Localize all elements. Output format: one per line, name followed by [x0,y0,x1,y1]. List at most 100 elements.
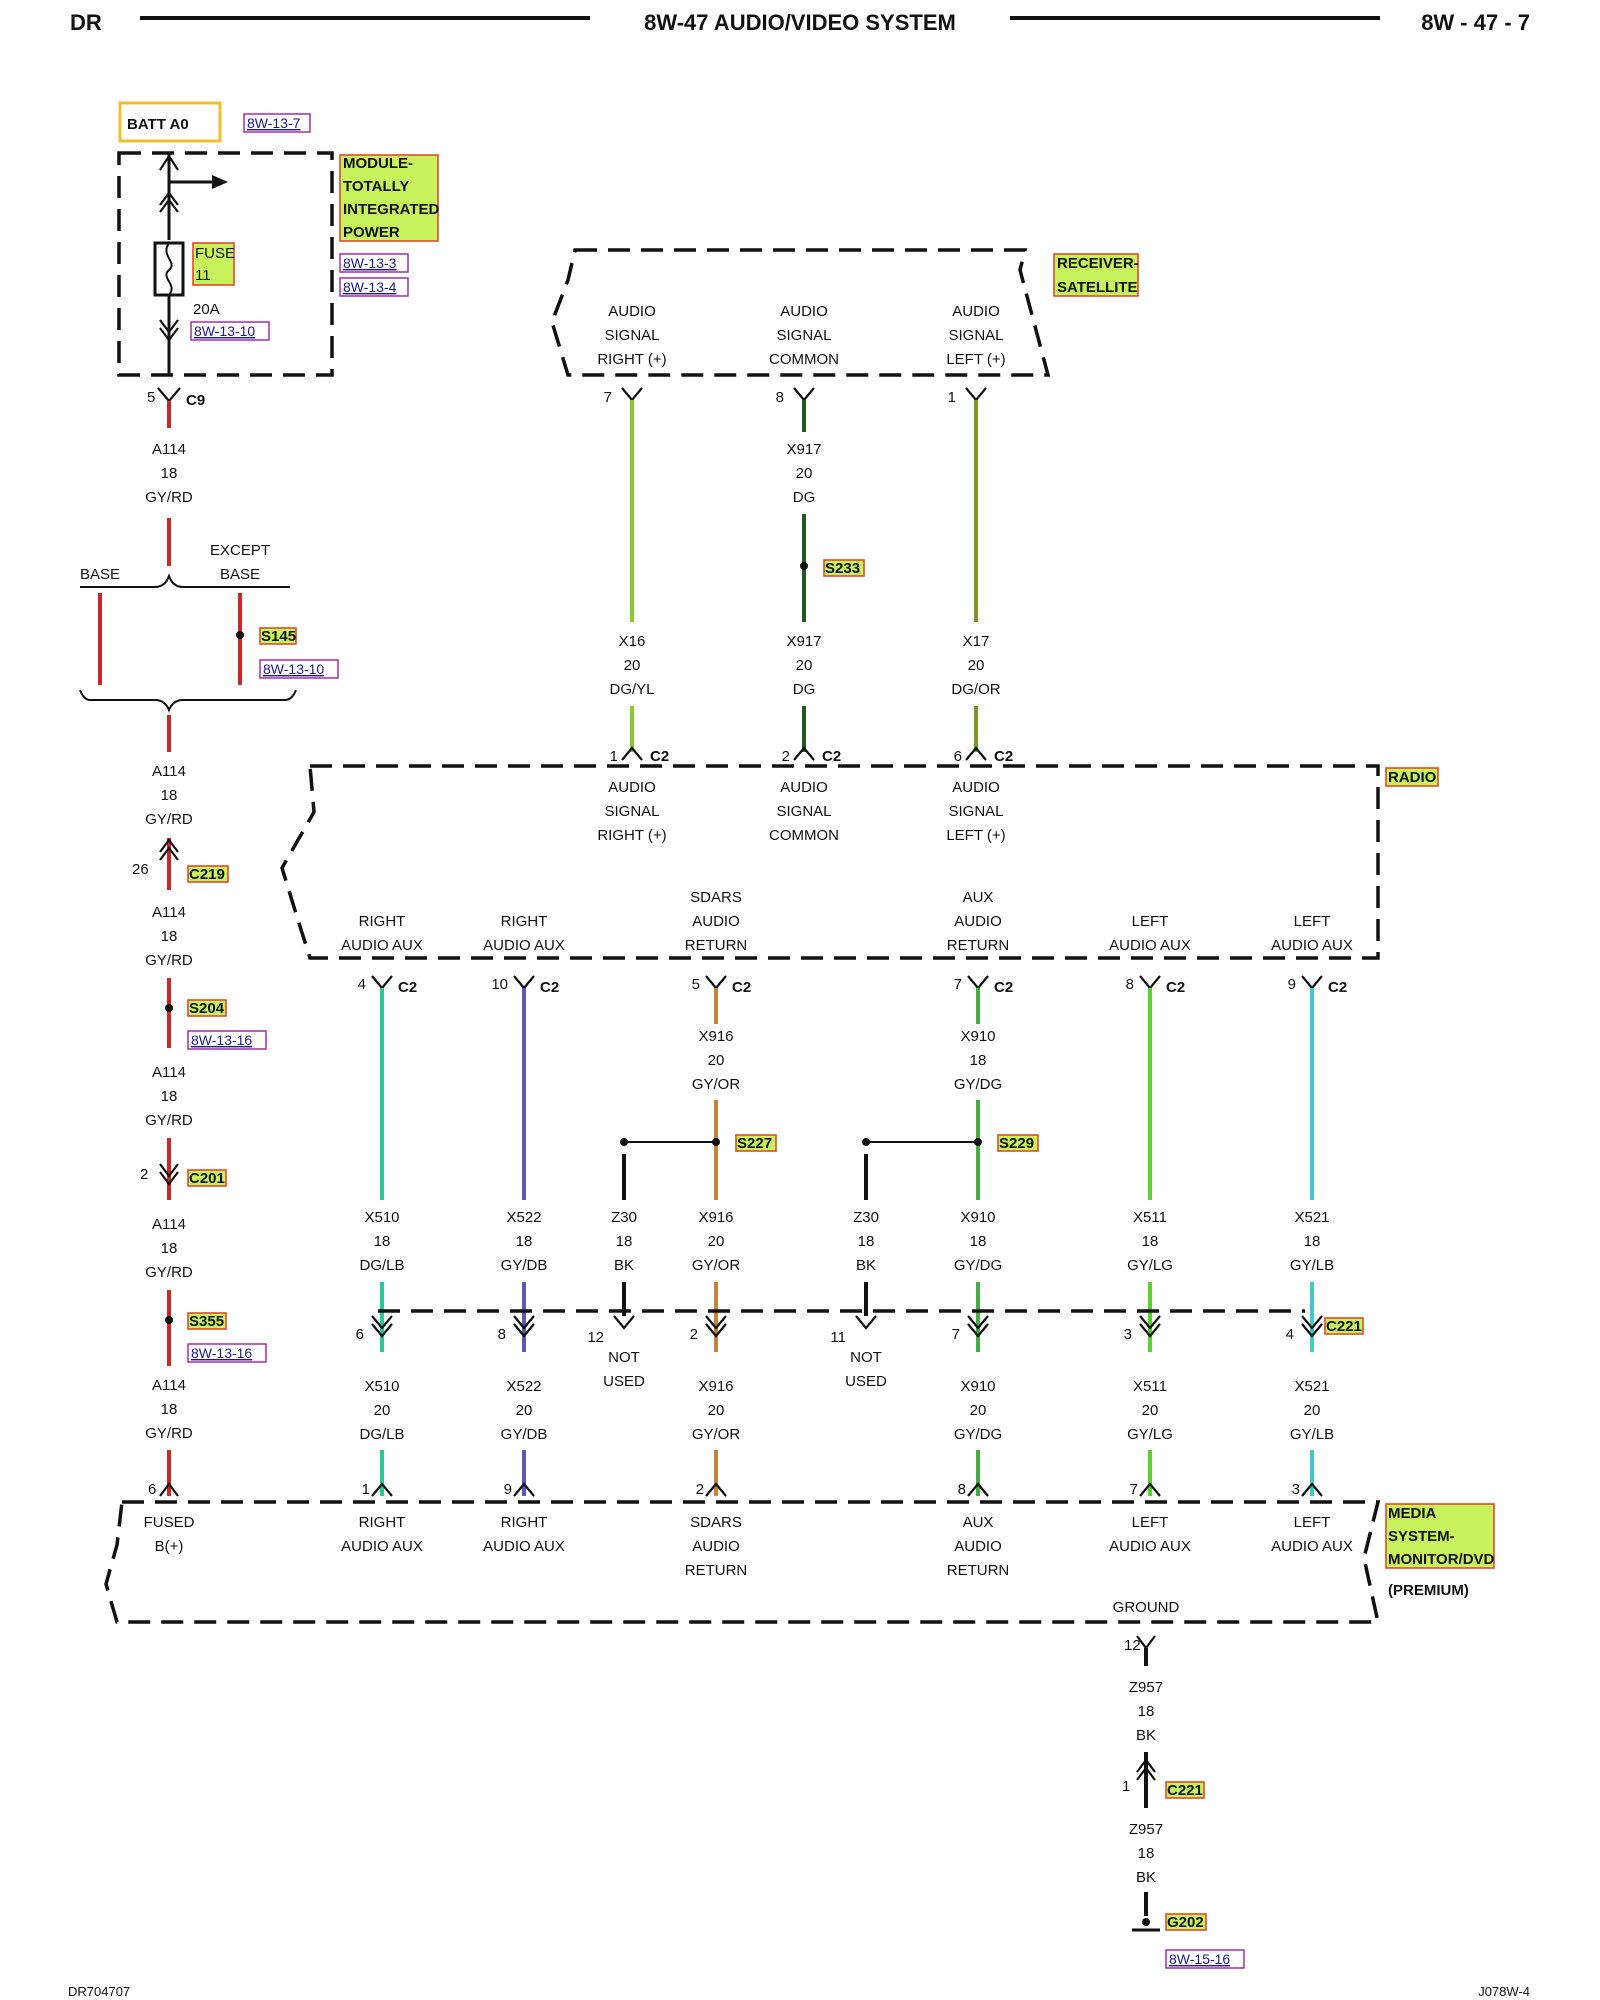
a114-color-3: GY/RD [145,952,193,969]
c9-label: C9 [186,392,205,409]
aux-wire-color: GY/LB [1290,1257,1334,1274]
aux-radio-pin-connector [705,975,727,990]
media-pin-connector [371,1482,393,1497]
s145-ref[interactable]: 8W-13-10 [263,661,324,677]
option-except-2: BASE [220,566,260,583]
receiver-pin-label-3: LEFT (+) [946,351,1005,368]
aux-c221-connector [1139,1315,1161,1338]
aux-wire-gauge: 18 [516,1233,533,1250]
a114-color-4: GY/RD [145,1112,193,1129]
receiver-pin-label-1: AUDIO [952,303,1000,320]
aux-wire-gauge: 18 [1304,1233,1321,1250]
receiver-wire-gauge: 20 [968,657,985,674]
a114-gauge-1: 18 [161,465,178,482]
a114-circuit-6: A114 [152,1377,186,1394]
fuse-ref[interactable]: 8W-13-10 [194,323,255,339]
receiver-pin-label-2: SIGNAL [604,327,659,344]
receiver-pin-number: 8 [776,389,784,406]
aux-c221-connector [705,1315,727,1338]
aux-radio-pin-connector [967,975,989,990]
aux-wire-circuit-lower: X511 [1133,1378,1167,1395]
radio-top-pin-number: 2 [782,748,790,765]
aux-wire-gauge: 18 [1142,1233,1159,1250]
a114-color-1: GY/RD [145,489,193,506]
receiver-pin-label-2: SIGNAL [776,327,831,344]
aux-wire-gauge-lower: 20 [1142,1402,1159,1419]
aux-splice-label-box [735,1134,777,1152]
receiver-wire-circuit: X17 [963,633,990,650]
receiver-label-box [1053,253,1139,297]
aux-wire-circuit-upper: X916 [698,1028,733,1045]
receiver-wire-color: DG/YL [609,681,654,698]
tipm-ref1-box [339,253,409,273]
aux-wire-gauge-lower: 20 [516,1402,533,1419]
radio-label: RADIO [1388,769,1437,786]
aux-radio-pin-number: 7 [954,976,962,993]
a114-gauge-3: 18 [161,928,178,945]
radio-bottom-label-2: LEFT [1132,913,1169,930]
tipm-label-4: POWER [343,224,400,241]
radio-top-label-2: SIGNAL [948,803,1003,820]
unused-tie-dot [862,1138,870,1146]
media-pin-number: 9 [504,1481,512,1498]
header-right: 8W - 47 - 7 [1421,10,1530,35]
tipm-ref-2[interactable]: 8W-13-4 [343,279,397,295]
media-pin-label-2: AUDIO AUX [483,1538,565,1555]
aux-c221-connector [967,1315,989,1338]
media-fused-pin: 6 [148,1481,156,1498]
radio-bottom-label-2: RIGHT [501,913,548,930]
option-except-1: EXCEPT [210,542,270,559]
unused-c221-connector [855,1315,877,1330]
s204-ref[interactable]: 8W-13-16 [191,1032,252,1048]
aux-radio-pin-number: 9 [1288,976,1296,993]
receiver-wire-circuit-upper: X917 [786,441,821,458]
g202-ref[interactable]: 8W-15-16 [1169,1951,1230,1967]
aux-wire-color: GY/DG [954,1257,1002,1274]
ground-pin: 12 [1124,1637,1141,1654]
receiver-pin-label-3: RIGHT (+) [597,351,666,368]
media-pin-label-2: AUDIO AUX [1271,1538,1353,1555]
media-label-box [1385,1503,1495,1569]
fuse-top-connector [159,191,179,213]
receiver-pin-connector [621,387,643,402]
aux-wire-circuit-upper: X910 [960,1028,995,1045]
receiver-splice-dot [800,562,808,570]
media-pin-label-2: AUDIO AUX [1109,1538,1191,1555]
aux-c221-pin-number: 8 [498,1326,506,1343]
c9-connector-symbol [157,387,181,403]
aux-radio-pin-connector [1139,975,1161,990]
radio-bottom-label-3: RETURN [947,937,1010,954]
a114-circuit-1: A114 [152,441,186,458]
receiver-pin-number: 1 [948,389,956,406]
a114-gauge-2: 18 [161,787,178,804]
radio-top-label-1: AUDIO [608,779,656,796]
s355-ref[interactable]: 8W-13-16 [191,1345,252,1361]
radio-top-label-1: AUDIO [780,779,828,796]
z957-circuit-2: Z957 [1129,1821,1163,1838]
c221-label-box [1324,1317,1364,1335]
batt-ref[interactable]: 8W-13-7 [247,115,301,131]
aux-wire-circuit: X521 [1294,1209,1329,1226]
media-fused-pin-symbol [159,1482,179,1497]
aux-c221-connector [371,1315,393,1338]
tipm-ref-1[interactable]: 8W-13-3 [343,255,397,271]
fuse-element [165,242,173,296]
media-variant: (PREMIUM) [1388,1582,1469,1599]
aux-wire-gauge-upper: 18 [970,1052,987,1069]
receiver-wire-circuit: X917 [786,633,821,650]
aux-radio-pin-number: 5 [692,976,700,993]
radio-bottom-label-2: LEFT [1294,913,1331,930]
unused-wire-gauge: 18 [858,1233,875,1250]
aux-c221-pin-number: 3 [1124,1326,1132,1343]
media-pin-number: 2 [696,1481,704,1498]
receiver-pin-connector [965,387,987,402]
unused-wire-color: BK [614,1257,634,1274]
g202-ground-dot [1142,1918,1150,1926]
radio-top-connector-label: C2 [822,748,841,765]
radio-top-label-2: SIGNAL [604,803,659,820]
ground-c221-connector [1136,1758,1156,1781]
unused-label-2: USED [845,1373,887,1390]
